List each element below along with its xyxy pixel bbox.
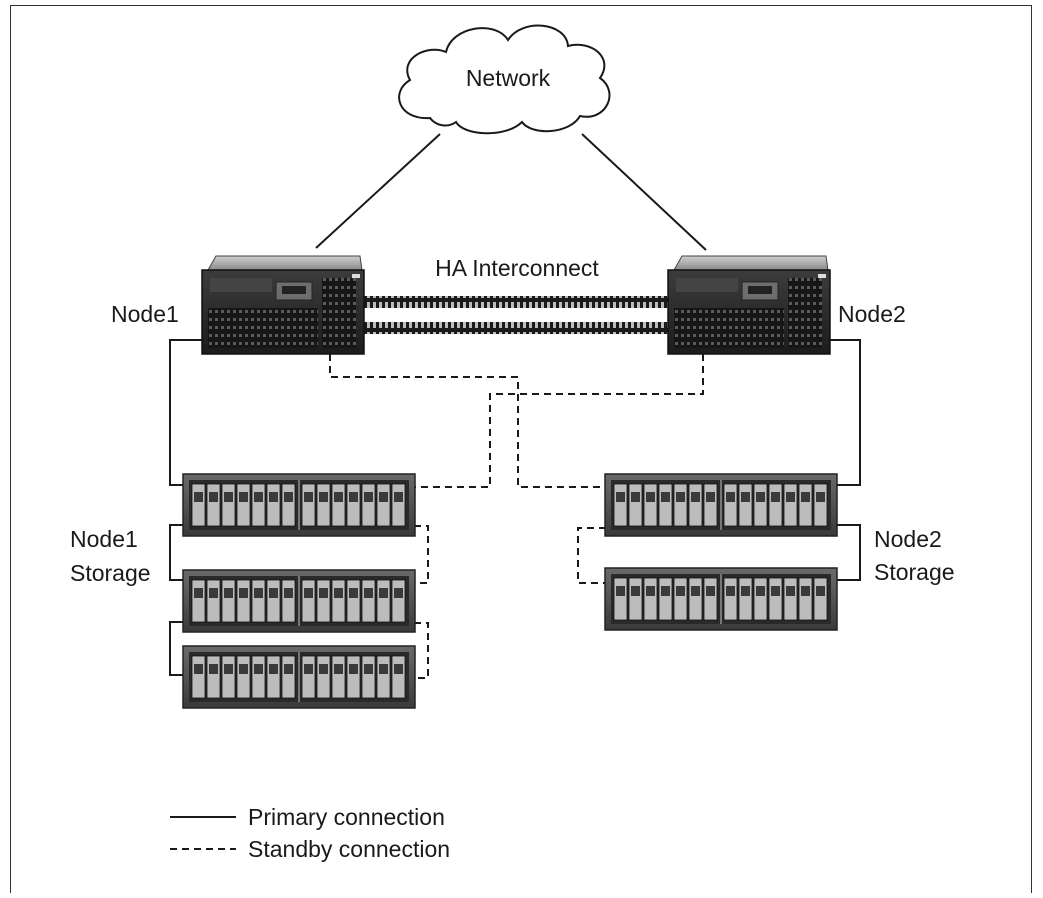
legend: Primary connection Standby connection (170, 804, 450, 862)
node2-server-icon (667, 255, 831, 355)
network-links (315, 133, 707, 251)
ha-interconnect-label: HA Interconnect (435, 255, 599, 281)
network-label: Network (466, 65, 551, 91)
legend-standby-label: Standby connection (248, 836, 450, 862)
node2-storage-label-line1: Node2 (874, 526, 942, 552)
node1-storage-label-line1: Node1 (70, 526, 138, 552)
node1-storage-label-line2: Storage (70, 560, 151, 586)
primary-connections (169, 339, 861, 676)
node1-label: Node1 (111, 301, 179, 327)
node1-storage-unit-2-icon (182, 569, 416, 633)
node2-storage-unit-2-icon (604, 567, 838, 631)
diagram-frame (10, 5, 1032, 893)
node1-storage-unit-3-icon (182, 645, 416, 709)
node1-server-icon (201, 255, 365, 355)
node2-storage-unit-1-icon (604, 473, 838, 537)
legend-primary-label: Primary connection (248, 804, 445, 830)
node2-label: Node2 (838, 301, 906, 327)
node2-storage-label-line2: Storage (874, 559, 955, 585)
standby-connections (329, 354, 704, 679)
network-cloud-icon (398, 24, 611, 135)
ha-interconnect-cables (363, 296, 671, 334)
node1-storage-unit-1-icon (182, 473, 416, 537)
